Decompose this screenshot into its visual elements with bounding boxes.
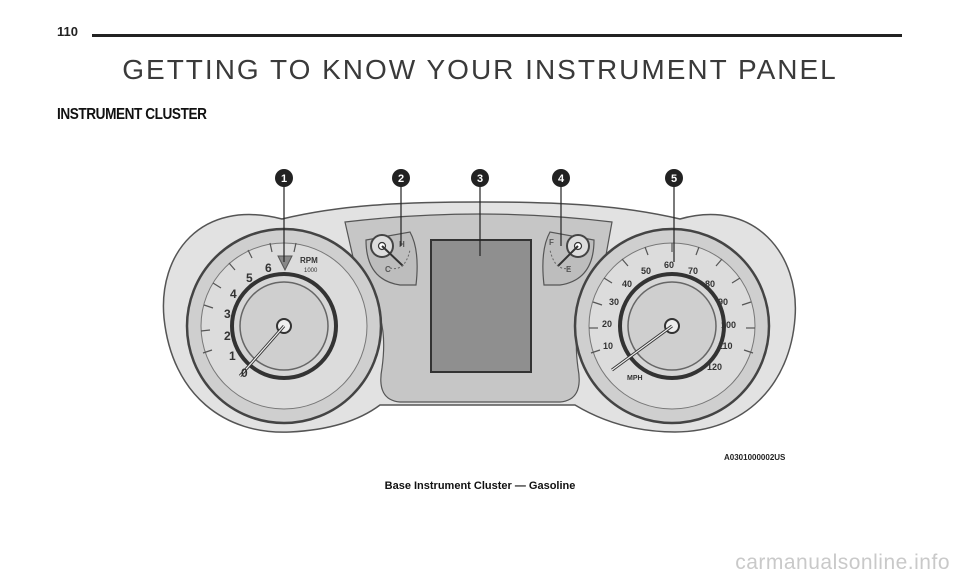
tach-tick-5: 5 bbox=[246, 271, 253, 285]
seatbelt-warning-icon bbox=[277, 255, 293, 272]
speed-tick-110: 110 bbox=[718, 341, 733, 351]
callout-3-label: 3 bbox=[477, 173, 483, 185]
callout-4: 4 bbox=[552, 169, 570, 187]
figure-caption: Base Instrument Cluster — Gasoline bbox=[384, 480, 576, 492]
speed-tick-30: 30 bbox=[609, 297, 619, 307]
chapter-title: GETTING TO KNOW YOUR INSTRUMENT PANEL bbox=[122, 54, 838, 85]
tach-sublabel: 1000 bbox=[304, 268, 318, 274]
callout-2: 2 bbox=[392, 169, 410, 187]
speed-tick-40: 40 bbox=[622, 279, 632, 289]
speed-tick-100: 100 bbox=[721, 320, 736, 330]
speed-tick-80: 80 bbox=[705, 279, 715, 289]
temp-high-label: H bbox=[399, 240, 405, 249]
speed-tick-50: 50 bbox=[641, 266, 651, 276]
tach-tick-6: 6 bbox=[265, 261, 272, 275]
speed-tick-10: 10 bbox=[603, 341, 613, 351]
temperature-gauge bbox=[365, 231, 418, 286]
fuel-gauge bbox=[542, 231, 595, 286]
tachometer bbox=[185, 227, 383, 425]
speed-tick-90: 90 bbox=[718, 297, 728, 307]
callout-5: 5 bbox=[665, 169, 683, 187]
speed-tick-70: 70 bbox=[688, 266, 698, 276]
tach-tick-0: 0 bbox=[241, 366, 248, 380]
callout-1: 1 bbox=[275, 169, 293, 187]
callout-1-label: 1 bbox=[281, 173, 287, 185]
section-heading: INSTRUMENT CLUSTER bbox=[57, 106, 207, 123]
callout-leaders bbox=[283, 186, 675, 262]
speed-label: MPH bbox=[627, 375, 643, 382]
tach-label: RPM bbox=[300, 256, 318, 265]
page-number: 110 bbox=[57, 24, 78, 39]
speed-tick-120: 120 bbox=[707, 362, 722, 372]
callout-4-label: 4 bbox=[558, 173, 565, 185]
tach-tick-2: 2 bbox=[224, 329, 231, 343]
callout-5-label: 5 bbox=[671, 173, 677, 185]
tach-tick-3: 3 bbox=[224, 307, 231, 321]
tach-tick-1: 1 bbox=[229, 349, 236, 363]
fuel-low-label: E bbox=[566, 265, 572, 274]
temp-low-label: C bbox=[385, 265, 391, 274]
speed-tick-60: 60 bbox=[664, 260, 674, 270]
callout-2-label: 2 bbox=[398, 173, 404, 185]
callout-3: 3 bbox=[471, 169, 489, 187]
header-rule bbox=[92, 34, 902, 37]
watermark: carmanualsonline.info bbox=[735, 551, 950, 574]
figure-id: A0301000002US bbox=[724, 453, 786, 462]
center-display bbox=[430, 239, 532, 373]
fuel-high-label: F bbox=[549, 238, 554, 247]
tach-tick-4: 4 bbox=[230, 287, 237, 301]
speed-tick-20: 20 bbox=[602, 319, 612, 329]
speedometer bbox=[573, 227, 771, 425]
